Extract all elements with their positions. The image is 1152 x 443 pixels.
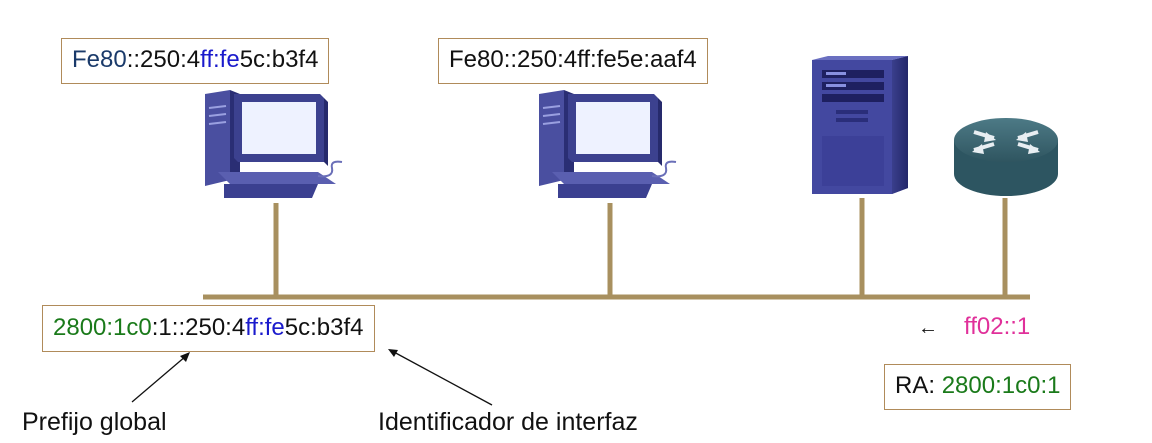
global-prefix: 2800:1c0 [53, 314, 152, 341]
mac-part-1: ::250:4 [126, 46, 201, 73]
global-fffe: ff:fe [245, 314, 285, 341]
ra-label: RA: [895, 372, 942, 399]
pc2-link-local-address: Fe80::250:4ff:fe5e:aaf4 [438, 38, 708, 84]
annotation-arrows [131, 349, 493, 406]
global-mid: :1::250:4 [151, 314, 246, 341]
prefix-label: Prefijo global [22, 408, 167, 436]
multicast-destination: ← ff02::1 [918, 313, 1030, 342]
pc1-link-local-address: Fe80::250:4ff:fe5c:b3f4 [61, 38, 330, 84]
pc1-global-address: 2800:1c0:1::250:4ff:fe5c:b3f4 [42, 305, 375, 352]
ra-prefix: 2800:1c0:1 [941, 372, 1061, 399]
server-tower-icon [812, 56, 908, 194]
prefix-pointer-line [131, 355, 187, 403]
interface-id-label: Identificador de interfaz [378, 408, 638, 436]
multicast-arrow: ← [918, 317, 938, 339]
multicast-address: ff02::1 [964, 313, 1031, 340]
workstation-icon [539, 90, 677, 198]
router-icon [954, 118, 1058, 196]
mac-part-2: 5c:b3f4 [239, 46, 319, 73]
prefix-pointer-head [180, 352, 190, 362]
fffe-insert: ff:fe [200, 46, 240, 73]
router-advertisement-box: RA: 2800:1c0:1 [884, 364, 1072, 410]
global-tail: 5c:b3f4 [284, 314, 364, 341]
iid-pointer-line [391, 350, 493, 406]
workstation-icon [205, 90, 343, 198]
pc2-address-text: Fe80::250:4ff:fe5e:aaf4 [449, 46, 697, 73]
iid-pointer-head [388, 349, 398, 357]
ethernet-segment [203, 198, 1030, 300]
ll-prefix: Fe80 [72, 46, 127, 73]
